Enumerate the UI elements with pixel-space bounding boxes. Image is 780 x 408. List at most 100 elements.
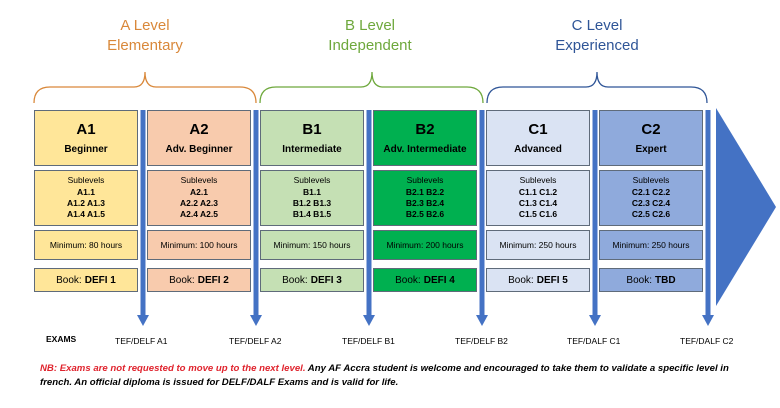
- divider-arrow-6: [702, 110, 714, 326]
- level-code: C1: [528, 120, 548, 138]
- minimum-hours-box: Minimum: 200 hours: [373, 230, 477, 260]
- exam-label-b2: TEF/DELF B2: [455, 336, 508, 346]
- sublevels-label: Sublevels: [180, 175, 218, 185]
- book-title: DEFI 1: [84, 274, 116, 286]
- book-title: TBD: [655, 274, 676, 286]
- divider-arrow-4: [476, 110, 488, 326]
- level-code: A1: [76, 120, 96, 138]
- book-box: Book:DEFI 1: [34, 268, 138, 292]
- minimum-hours: Minimum: 200 hours: [386, 240, 464, 250]
- book-title: DEFI 2: [197, 274, 229, 286]
- book-box: Book:DEFI 3: [260, 268, 364, 292]
- level-name: Advanced: [514, 143, 562, 155]
- book-prefix: Book:: [282, 274, 308, 286]
- book-box: Book:TBD: [599, 268, 703, 292]
- sublevel-row: A1.4 A1.5: [67, 209, 105, 219]
- sublevels-box: Sublevels B1.1 B1.2 B1.3 B1.4 B1.5: [260, 170, 364, 226]
- minimum-hours-box: Minimum: 250 hours: [486, 230, 590, 260]
- sublevels-box: Sublevels B2.1 B2.2 B2.3 B2.4 B2.5 B2.6: [373, 170, 477, 226]
- level-header-b-line2: Independent: [328, 37, 412, 54]
- book-title: DEFI 4: [423, 274, 455, 286]
- level-header-a-line1: A Level: [120, 17, 170, 34]
- minimum-hours: Minimum: 250 hours: [499, 240, 577, 250]
- exam-label-b1: TEF/DELF B1: [342, 336, 395, 346]
- minimum-hours: Minimum: 250 hours: [612, 240, 690, 250]
- level-title-box: B2 Adv. Intermediate: [373, 110, 477, 166]
- exam-note-highlight: NB: Exams are not requested to move up t…: [40, 363, 306, 374]
- sublevel-row: C2.5 C2.6: [631, 209, 671, 219]
- sublevels-box: Sublevels C2.1 C2.2 C2.3 C2.4 C2.5 C2.6: [599, 170, 703, 226]
- level-header-b: B Level Independent: [305, 16, 435, 56]
- level-name: Adv. Beginner: [165, 143, 233, 155]
- sublevels-box: Sublevels A1.1 A1.2 A1.3 A1.4 A1.5: [34, 170, 138, 226]
- minimum-hours: Minimum: 100 hours: [160, 240, 238, 250]
- sublevel-row: C2.3 C2.4: [631, 198, 671, 208]
- sublevel-row: B1.4 B1.5: [292, 209, 332, 219]
- sublevel-row: A2.2 A2.3: [180, 198, 218, 208]
- minimum-hours-box: Minimum: 250 hours: [599, 230, 703, 260]
- sublevel-row: B2.1 B2.2: [405, 187, 445, 197]
- divider-arrow-3: [363, 110, 375, 326]
- level-code: B2: [415, 120, 435, 138]
- minimum-hours-box: Minimum: 80 hours: [34, 230, 138, 260]
- sublevels-box: Sublevels A2.1 A2.2 A2.3 A2.4 A2.5: [147, 170, 251, 226]
- book-title: DEFI 3: [310, 274, 342, 286]
- brace-b: [259, 71, 484, 104]
- exam-label-a1: TEF/DELF A1: [115, 336, 168, 346]
- level-header-a-line2: Elementary: [107, 37, 183, 54]
- level-code: A2: [189, 120, 209, 138]
- sublevel-row: B2.3 B2.4: [405, 198, 445, 208]
- book-prefix: Book:: [56, 274, 82, 286]
- level-name: Beginner: [64, 143, 108, 155]
- sublevel-row: A1.1: [77, 187, 95, 197]
- exams-label: EXAMS: [46, 334, 77, 344]
- minimum-hours: Minimum: 150 hours: [273, 240, 351, 250]
- sublevel-row: A2.1: [190, 187, 208, 197]
- exam-note-body: Any AF Accra student is welcome and enco…: [40, 363, 729, 388]
- book-title: DEFI 5: [536, 274, 568, 286]
- divider-arrow-1: [137, 110, 149, 326]
- sublevel-row: A1.2 A1.3: [67, 198, 105, 208]
- sublevel-row: C1.3 C1.4: [518, 198, 558, 208]
- exam-label-a2: TEF/DELF A2: [229, 336, 282, 346]
- level-header-b-line1: B Level: [344, 17, 396, 34]
- level-title-box: C2 Expert: [599, 110, 703, 166]
- level-title-box: B1 Intermediate: [260, 110, 364, 166]
- sublevel-row: C2.1 C2.2: [631, 187, 671, 197]
- book-prefix: Book:: [395, 274, 421, 286]
- exam-note: NB: Exams are not requested to move up t…: [40, 362, 740, 390]
- brace-a: [33, 71, 257, 104]
- book-prefix: Book:: [508, 274, 534, 286]
- minimum-hours: Minimum: 80 hours: [49, 240, 123, 250]
- book-box: Book:DEFI 5: [486, 268, 590, 292]
- sublevel-row: B1.1: [303, 187, 321, 197]
- level-title-box: C1 Advanced: [486, 110, 590, 166]
- exam-label-c2: TEF/DALF C2: [680, 336, 734, 346]
- level-title-box: A1 Beginner: [34, 110, 138, 166]
- progression-arrow: [716, 108, 776, 306]
- level-name: Intermediate: [282, 143, 342, 155]
- book-prefix: Book:: [626, 274, 652, 286]
- level-header-a: A Level Elementary: [80, 16, 210, 56]
- book-box: Book:DEFI 4: [373, 268, 477, 292]
- level-header-c-line1: C Level: [571, 17, 623, 34]
- level-name: Expert: [635, 143, 667, 155]
- level-header-c: C Level Experienced: [532, 16, 662, 56]
- level-header-c-line2: Experienced: [555, 37, 639, 54]
- level-code: B1: [302, 120, 322, 138]
- minimum-hours-box: Minimum: 150 hours: [260, 230, 364, 260]
- level-title-box: A2 Adv. Beginner: [147, 110, 251, 166]
- sublevels-label: Sublevels: [406, 175, 444, 185]
- book-box: Book:DEFI 2: [147, 268, 251, 292]
- divider-arrow-2: [250, 110, 262, 326]
- brace-c: [486, 71, 708, 104]
- exam-label-c1: TEF/DALF C1: [567, 336, 621, 346]
- level-code: C2: [641, 120, 661, 138]
- sublevels-label: Sublevels: [519, 175, 557, 185]
- sublevels-label: Sublevels: [67, 175, 105, 185]
- sublevels-label: Sublevels: [632, 175, 670, 185]
- sublevel-row: C1.5 C1.6: [518, 209, 558, 219]
- level-name: Adv. Intermediate: [383, 143, 467, 155]
- sublevels-label: Sublevels: [293, 175, 331, 185]
